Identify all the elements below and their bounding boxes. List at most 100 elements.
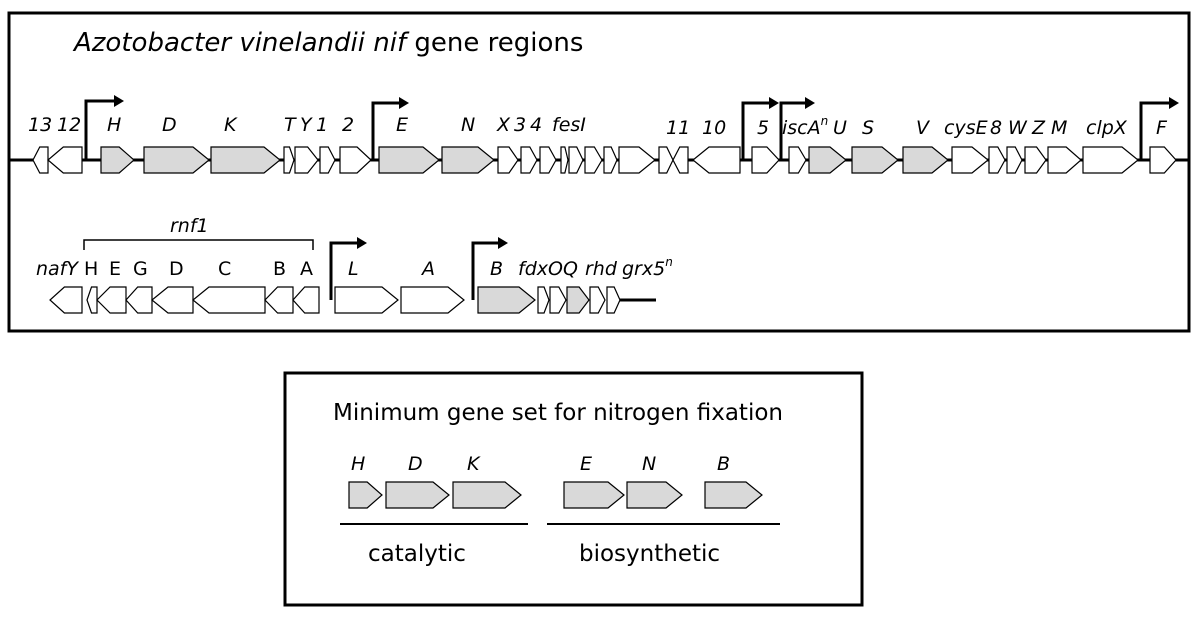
gene-clpX — [1082, 146, 1139, 174]
row2-genes — [49, 286, 621, 314]
gene-rnfH — [86, 286, 98, 314]
rnf-gene-label-B: B — [273, 258, 286, 280]
gene-iscA — [788, 146, 807, 174]
gene-8 — [988, 146, 1006, 174]
gene-rnfA — [292, 286, 320, 314]
gene-label-fdxOQ: fdxOQ — [518, 258, 578, 280]
gene-grx5 — [606, 286, 621, 314]
gene-5 — [751, 146, 780, 174]
catalytic-group-label: catalytic — [368, 541, 466, 567]
gene-label-B: B — [490, 258, 503, 280]
gene-Q — [566, 286, 590, 314]
biosynthetic-group-label: biosynthetic — [579, 541, 720, 567]
gene-S — [851, 146, 899, 174]
gene-label-W: W — [1008, 117, 1028, 139]
gene-cysE — [951, 146, 989, 174]
min-gene-D — [385, 481, 450, 509]
gene-label-K: K — [224, 114, 238, 136]
minimum-set-gene-labels: H D K E N B — [351, 453, 730, 475]
gene-fes-a — [560, 146, 569, 174]
gene-label-H: H — [107, 114, 121, 136]
rnf-gene-label-A: A — [300, 258, 313, 280]
gene-label-Y: Y — [300, 114, 313, 136]
gene-label-8: 8 — [990, 117, 1002, 139]
rnf-gene-label-C: C — [218, 258, 231, 280]
nif-regions-panel — [7, 11, 1191, 333]
gene-H — [100, 146, 135, 174]
gene-rhd — [589, 286, 606, 314]
min-gene-K — [452, 481, 522, 509]
gene-label-11: 11 — [666, 117, 690, 139]
gene-1 — [319, 146, 336, 174]
panel-title: Azotobacter vinelandii nif gene regions — [72, 28, 583, 58]
gene-rnfD — [151, 286, 194, 314]
min-gene-label-B: B — [717, 453, 730, 475]
gene-label-F: F — [1156, 117, 1168, 139]
gene-W — [1006, 146, 1023, 174]
row2-gene-labels: nafY H E G D C B A L A B fdxOQ rhd grx5n — [36, 255, 673, 280]
min-gene-B — [704, 481, 763, 509]
row1-promoters — [84, 95, 1179, 160]
gene-label-S: S — [862, 117, 874, 139]
gene-M — [1047, 146, 1082, 174]
gene-label-D: D — [162, 114, 177, 136]
gene-label-cysE: cysE — [944, 117, 988, 139]
panel-title-rest: gene regions — [406, 28, 583, 58]
min-gene-N — [626, 481, 683, 509]
min-gene-label-H: H — [351, 453, 365, 475]
gene-label-grx5-superscript: n — [665, 255, 673, 269]
gene-label-grx5-name: grx5 — [622, 258, 665, 280]
promoter-L — [329, 237, 367, 300]
min-gene-E — [563, 481, 625, 509]
rnf-gene-label-G: G — [133, 258, 148, 280]
row2-promoters — [329, 237, 508, 300]
min-gene-label-D: D — [408, 453, 423, 475]
gene-K — [210, 146, 281, 174]
gene-10 — [692, 146, 741, 174]
rnf1-operon-bracket — [83, 239, 314, 250]
gene-2 — [339, 146, 372, 174]
row1-gene-labels: 13 12 H D K T Y 1 2 E N X 3 4 fesI 11 10… — [28, 114, 1168, 139]
gene-V — [902, 146, 949, 174]
gene-label-U: U — [833, 117, 847, 139]
gene-A — [400, 286, 465, 314]
gene-label-A: A — [420, 258, 435, 280]
promoter-E — [371, 97, 409, 160]
gene-label-13: 13 — [28, 114, 52, 136]
gene-label-clpX: clpX — [1086, 117, 1128, 139]
gene-label-T: T — [284, 114, 297, 136]
panel-title-organism: Azotobacter vinelandii nif — [72, 28, 410, 58]
gene-label-iscA: iscAn — [782, 114, 828, 139]
gene-fdx — [537, 286, 550, 314]
gene-label-nafY: nafY — [36, 258, 79, 280]
promoter-iscA — [779, 97, 815, 160]
gene-label-rhd: rhd — [585, 258, 618, 280]
gene-U — [808, 146, 847, 174]
gene-nafY — [49, 286, 83, 314]
gene-label-fesI: fesI — [552, 114, 586, 136]
gene-label-1: 1 — [316, 114, 328, 136]
gene-label-L: L — [348, 258, 359, 280]
gene-3 — [520, 146, 538, 174]
min-gene-label-K: K — [467, 453, 481, 475]
gene-label-3: 3 — [514, 114, 526, 136]
rnf-gene-label-H: H — [84, 258, 98, 280]
promoter-5 — [741, 97, 779, 160]
gene-label-N: N — [461, 114, 475, 136]
gene-label-iscA-name: iscA — [782, 117, 821, 139]
gene-F — [1149, 146, 1177, 174]
gene-rnfE — [96, 286, 127, 314]
gene-label-10: 10 — [702, 117, 726, 139]
promoter-H — [84, 95, 124, 160]
min-gene-label-N: N — [642, 453, 656, 475]
promoter-F — [1139, 97, 1179, 160]
gene-orf-a — [618, 146, 656, 174]
gene-rnfG — [125, 286, 153, 314]
gene-T — [283, 146, 295, 174]
gene-fes-b — [584, 146, 603, 174]
minimum-set-genes — [348, 481, 763, 509]
gene-4 — [539, 146, 557, 174]
row1-genes — [32, 146, 1177, 174]
gene-orf-b — [658, 146, 674, 174]
